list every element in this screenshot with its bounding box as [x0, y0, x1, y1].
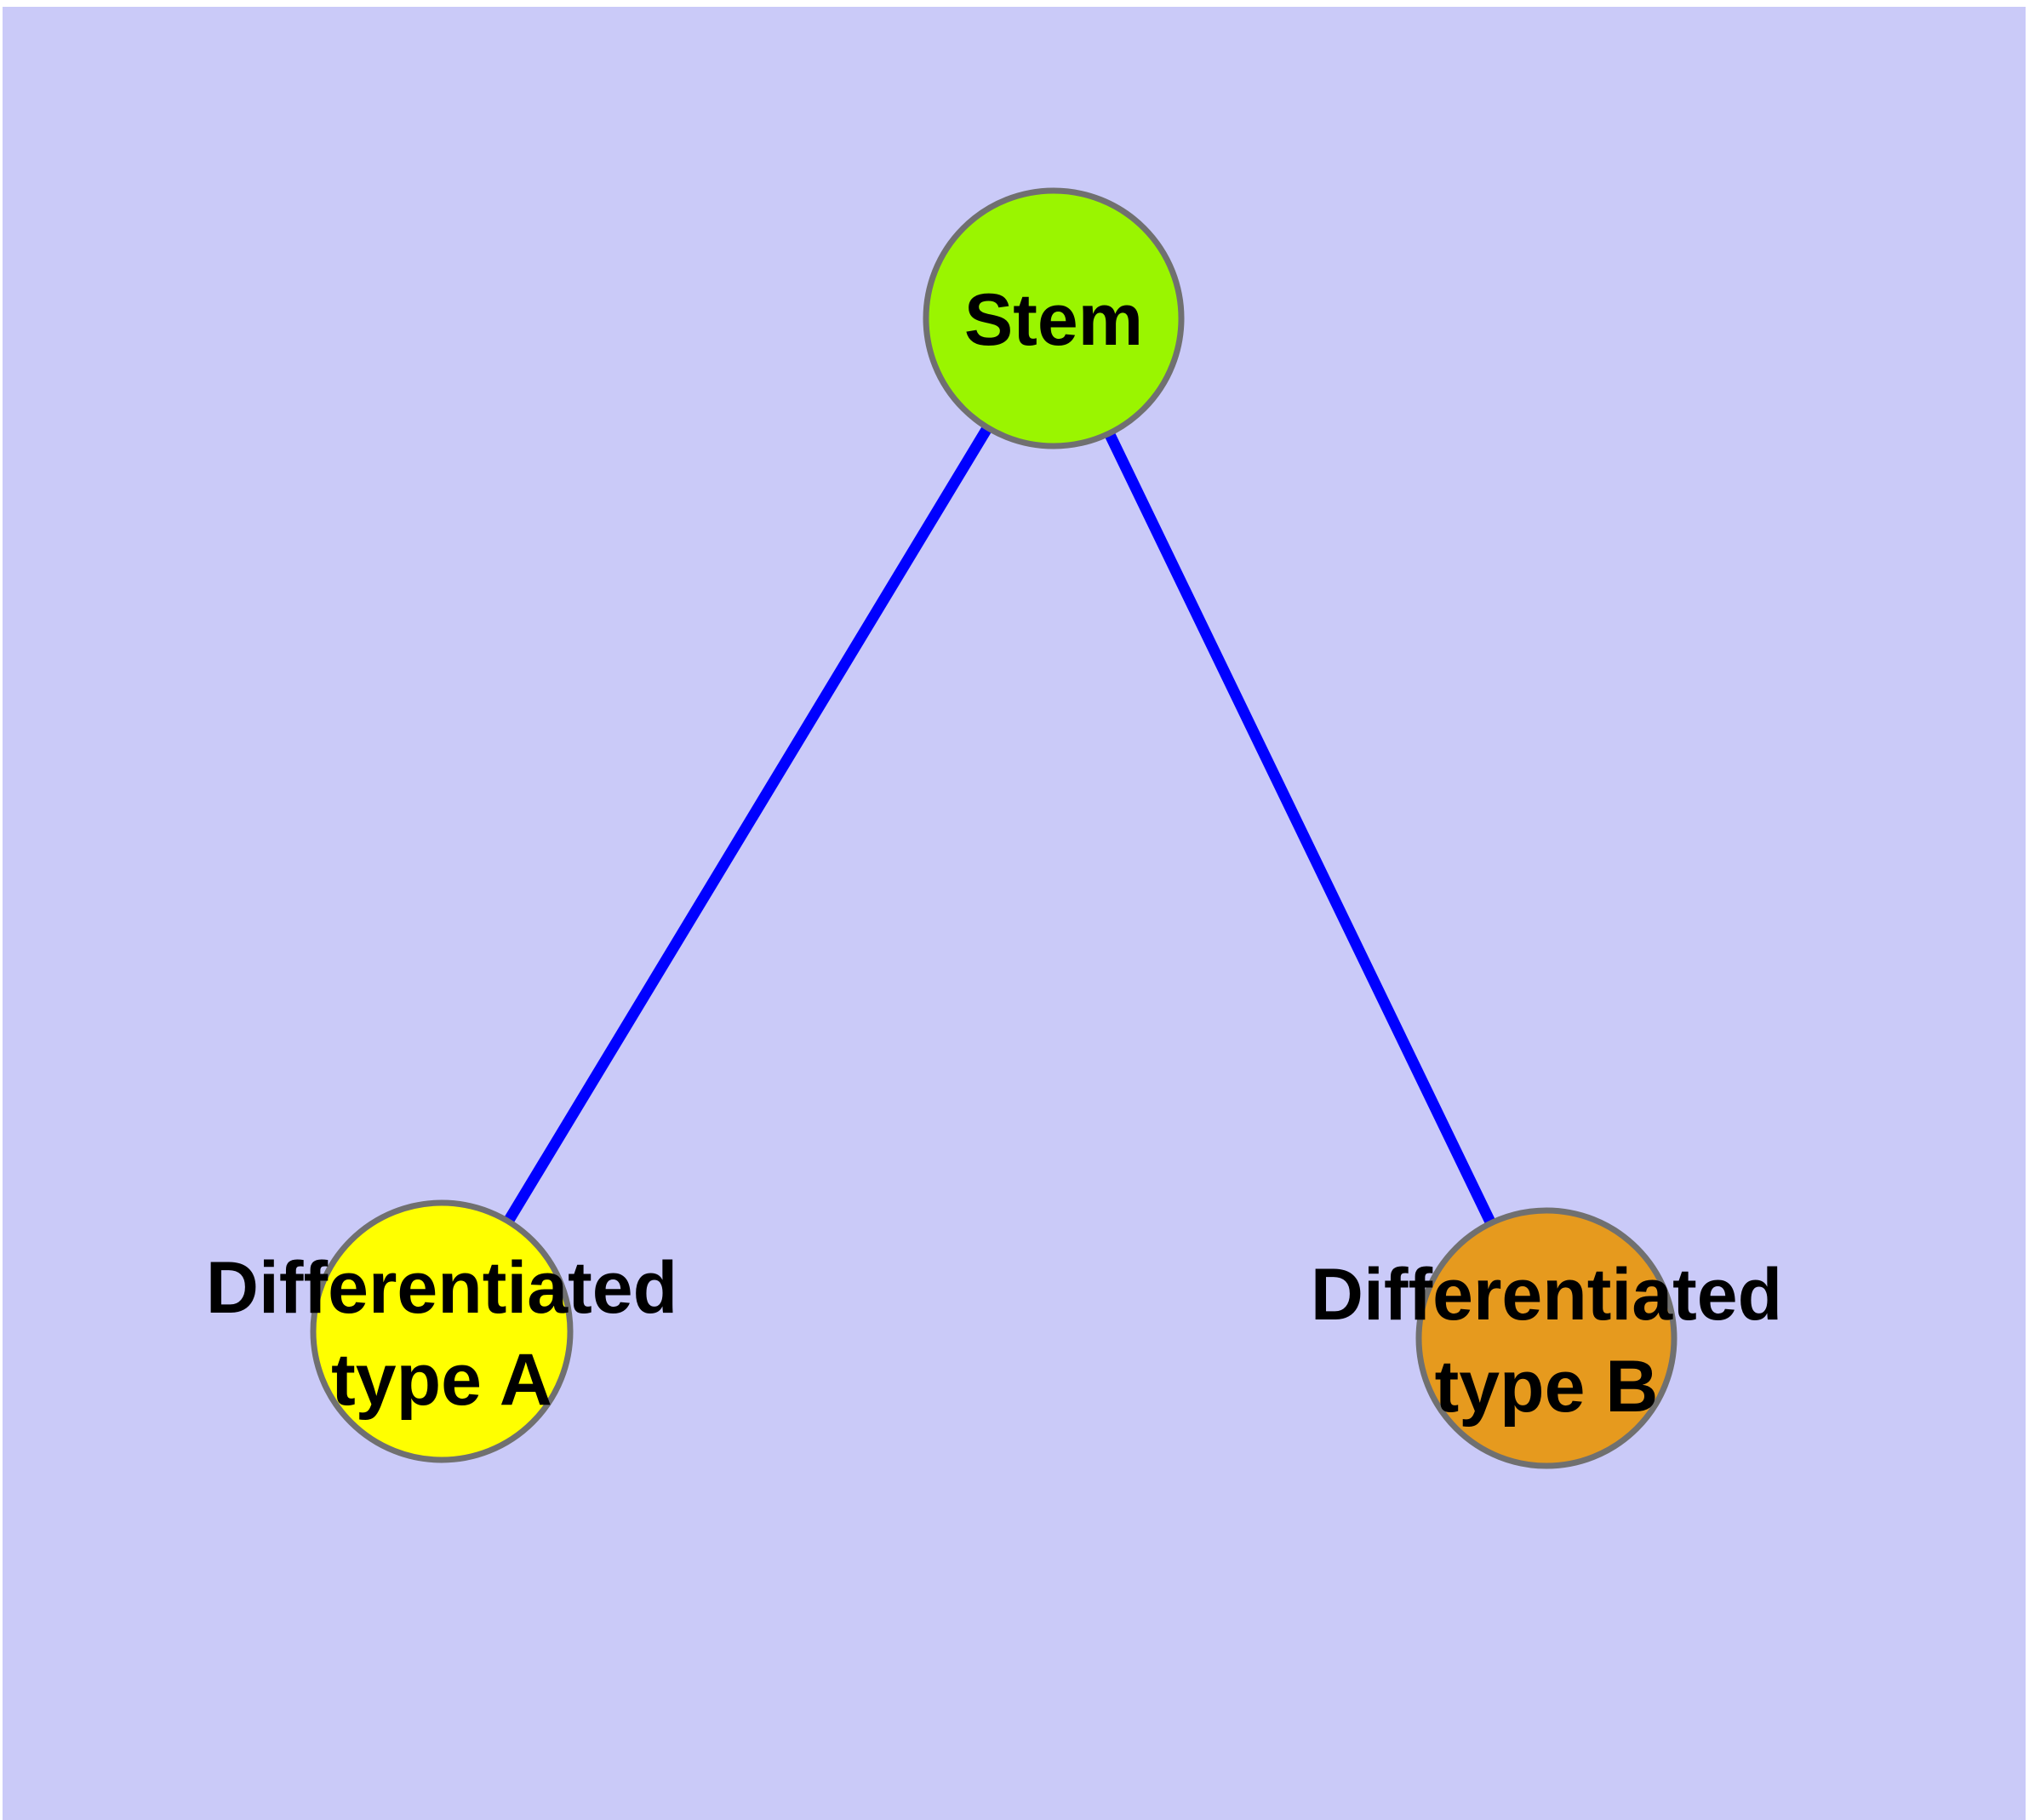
edge-stem-to-type-b	[1049, 316, 1552, 1341]
node-stem-circle	[923, 187, 1185, 449]
node-type-a-circle	[310, 1199, 574, 1463]
edge-stem-to-type-a	[437, 315, 1059, 1335]
node-type-b-circle	[1415, 1207, 1677, 1469]
